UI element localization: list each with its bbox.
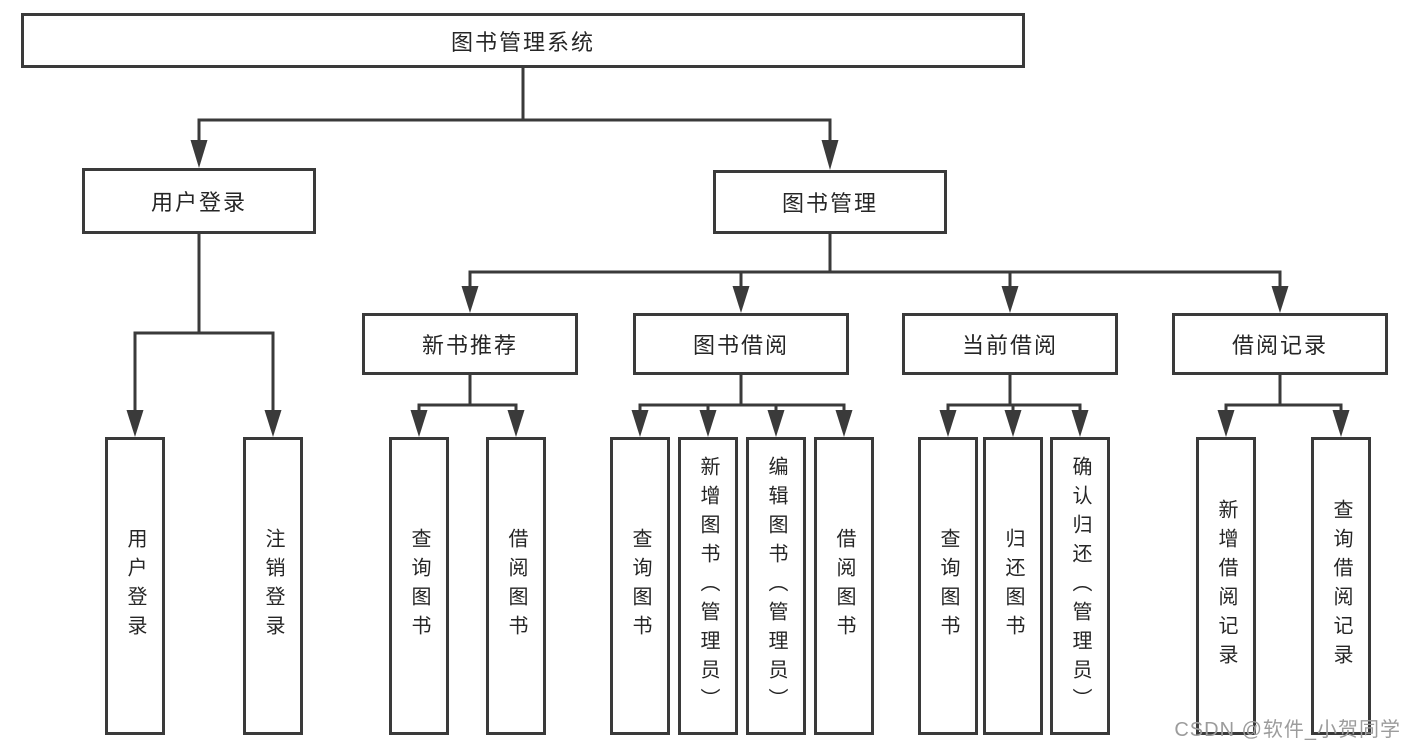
node-label: 用户登录 (150, 190, 247, 215)
arrowhead (264, 410, 282, 437)
arrowhead (821, 140, 839, 170)
leaf-edit-book-admin: 编辑图书（管理员） (746, 437, 806, 735)
leaf-user-login: 用户登录 (105, 437, 165, 735)
node-label: 当前借阅 (961, 333, 1058, 358)
arrowhead (1001, 286, 1019, 313)
connector-user-login-to-leaves (126, 234, 282, 437)
connector-book-borrow-to-leaves (631, 375, 853, 437)
arrowhead (1217, 410, 1235, 437)
arrowhead (1332, 410, 1350, 437)
node-label: 图书管理 (781, 191, 878, 216)
arrowhead (507, 410, 525, 437)
node-user-login: 用户登录 (82, 168, 316, 234)
node-label: 图书管理系统 (450, 29, 595, 55)
node-borrow-records: 借阅记录 (1172, 313, 1388, 375)
arrowhead (939, 410, 957, 437)
leaf-query-books-current: 查询图书 (918, 437, 978, 735)
arrowhead (126, 410, 144, 437)
leaf-query-books-borrow: 查询图书 (610, 437, 670, 735)
node-label: 新书推荐 (421, 333, 518, 358)
connector-book-management-to-level3 (461, 234, 1289, 313)
arrowhead (410, 410, 428, 437)
leaf-confirm-return-admin: 确认归还（管理员） (1050, 437, 1110, 735)
arrowhead (631, 410, 649, 437)
connector-borrow-records-to-leaves (1217, 375, 1350, 437)
connector-current-borrow-to-leaves (939, 375, 1089, 437)
arrowhead (732, 286, 750, 313)
arrowhead (1004, 410, 1022, 437)
leaf-add-book-admin: 新增图书（管理员） (678, 437, 738, 735)
leaf-query-borrow-record: 查询借阅记录 (1311, 437, 1371, 735)
connector-root-to-level2 (190, 68, 839, 170)
node-root-system: 图书管理系统 (21, 13, 1025, 68)
node-book-management: 图书管理 (713, 170, 947, 234)
leaf-borrow-books: 借阅图书 (814, 437, 874, 735)
node-new-book-recommend: 新书推荐 (362, 313, 578, 375)
arrowhead (190, 140, 208, 168)
node-label: 图书借阅 (692, 333, 789, 358)
arrowhead (699, 410, 717, 437)
arrowhead (767, 410, 785, 437)
leaf-add-borrow-record: 新增借阅记录 (1196, 437, 1256, 735)
csdn-watermark: CSDN @软件_小贺同学 (1174, 719, 1401, 741)
node-current-borrow: 当前借阅 (902, 313, 1118, 375)
leaf-query-books-recommend: 查询图书 (389, 437, 449, 735)
arrowhead (461, 286, 479, 313)
node-label: 借阅记录 (1231, 333, 1328, 358)
connector-new-book-recommend-to-leaves (410, 375, 525, 437)
arrowhead (835, 410, 853, 437)
node-book-borrow: 图书借阅 (633, 313, 849, 375)
arrowhead (1071, 410, 1089, 437)
leaf-logout: 注销登录 (243, 437, 303, 735)
leaf-borrow-books-recommend: 借阅图书 (486, 437, 546, 735)
arrowhead (1271, 286, 1289, 313)
leaf-return-book: 归还图书 (983, 437, 1043, 735)
